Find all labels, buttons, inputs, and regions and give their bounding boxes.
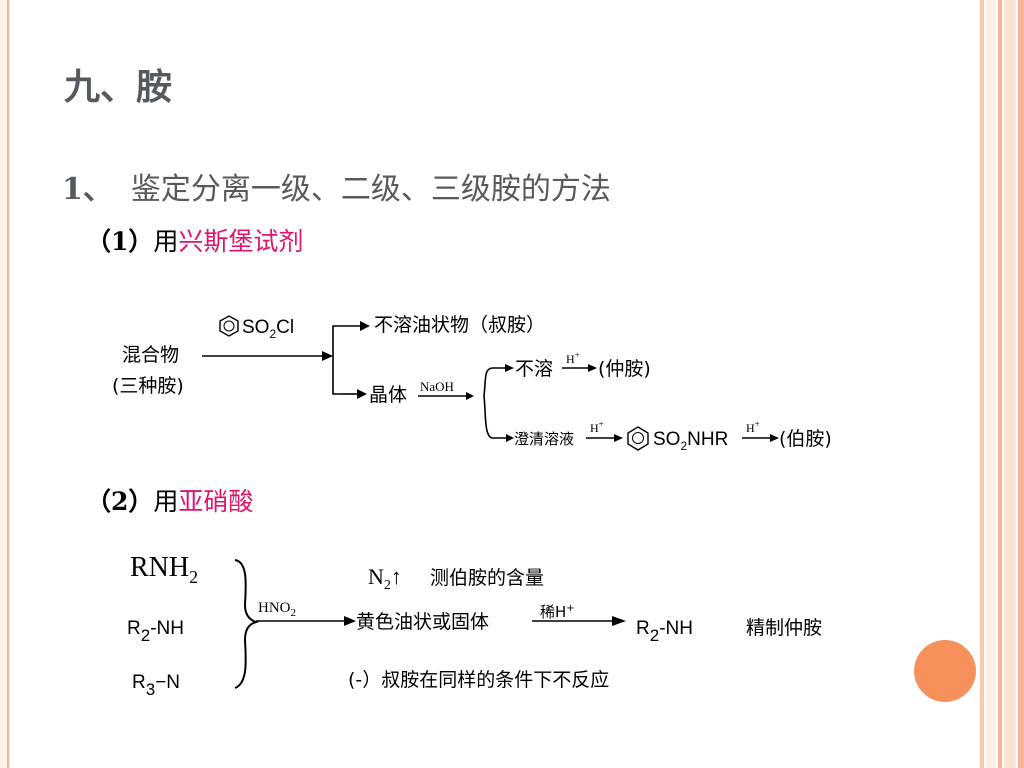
dilute-acid: 稀H+: [540, 603, 575, 621]
insoluble-label: 不溶: [515, 358, 553, 380]
mixture-label: 混合物: [122, 344, 179, 366]
sulfonamide-label: SO2NHR: [653, 429, 728, 453]
primary-amine-formula: RNH2: [130, 552, 198, 587]
crystal-label: 晶体: [369, 384, 407, 406]
method-1-prefix: （1）: [86, 227, 154, 256]
right-frame-stripes: [980, 0, 1024, 768]
decorative-circle: [914, 640, 976, 702]
acid-2: H+: [590, 419, 604, 435]
measure-primary-text: 测伯胺的含量: [430, 567, 544, 589]
first-branch-bracket: [332, 325, 342, 395]
acid-3: H+: [746, 419, 760, 435]
lower-branch-head: [357, 389, 367, 399]
result-secondary-amine: R2-NH: [636, 618, 693, 645]
dilute-acid-arrow-head: [612, 616, 626, 626]
nitrous-arrow-head: [344, 616, 356, 626]
method-1-label: （1）用兴斯堡试剂: [86, 222, 303, 258]
method-2-prefix: （2）: [86, 487, 154, 516]
slide-title: 九、胺: [64, 67, 173, 108]
nitrogen-gas: N2↑: [368, 564, 402, 593]
acid-3-arrow-head: [770, 434, 779, 442]
secondary-amine-formula: R2-NH: [127, 618, 184, 645]
naoh-reagent: NaOH: [420, 379, 454, 394]
naoh-arrow-head: [466, 392, 474, 400]
insoluble-oil-tertiary: 不溶油状物（叔胺）: [374, 314, 545, 336]
heading-number: 1、: [62, 172, 113, 207]
acid-2-arrow-head: [614, 434, 623, 442]
benzene-ring-icon-2: [627, 426, 649, 451]
method-1-use: 用: [153, 227, 179, 256]
method-2-reagent: 亚硝酸: [178, 487, 254, 516]
yellow-product-text: 黄色油状或固体: [356, 611, 489, 633]
clear-arrow-head: [506, 434, 514, 442]
primary-amine-label: (伯胺): [779, 428, 832, 450]
reagent-sulfonyl-chloride: SO2Cl: [242, 317, 294, 341]
insoluble-arrow-head: [505, 364, 514, 372]
method-2-label: （2）用亚硝酸: [86, 482, 253, 518]
benzene-ring-icon: [219, 315, 239, 337]
acid-1: H+: [566, 350, 580, 366]
second-branch-bracket: [483, 367, 494, 439]
method-1-reagent: 兴斯堡试剂: [178, 227, 304, 256]
amines-bracket: [234, 559, 260, 689]
tertiary-no-reaction-text: (-）叔胺在同样的条件下不反应: [348, 669, 609, 691]
purify-secondary-text: 精制仲胺: [746, 617, 822, 639]
method-2-use: 用: [153, 487, 179, 516]
heading-text: 鉴定分离一级、二级、三级胺的方法: [130, 172, 611, 207]
secondary-amine-label: (仲胺): [598, 358, 651, 380]
mixture-subtitle: (三种胺): [112, 375, 184, 397]
tertiary-amine-formula: R3−N: [132, 672, 180, 699]
acid-1-arrow-head: [588, 364, 597, 372]
clear-solution-label: 澄清溶液: [514, 430, 574, 448]
left-frame-border: [0, 0, 9, 768]
upper-branch-head: [360, 321, 370, 331]
nitrous-reagent: HNO2: [258, 600, 296, 619]
section-heading: 1、鉴定分离一级、二级、三级胺的方法: [62, 164, 611, 208]
main-arrow-head: [322, 351, 333, 361]
